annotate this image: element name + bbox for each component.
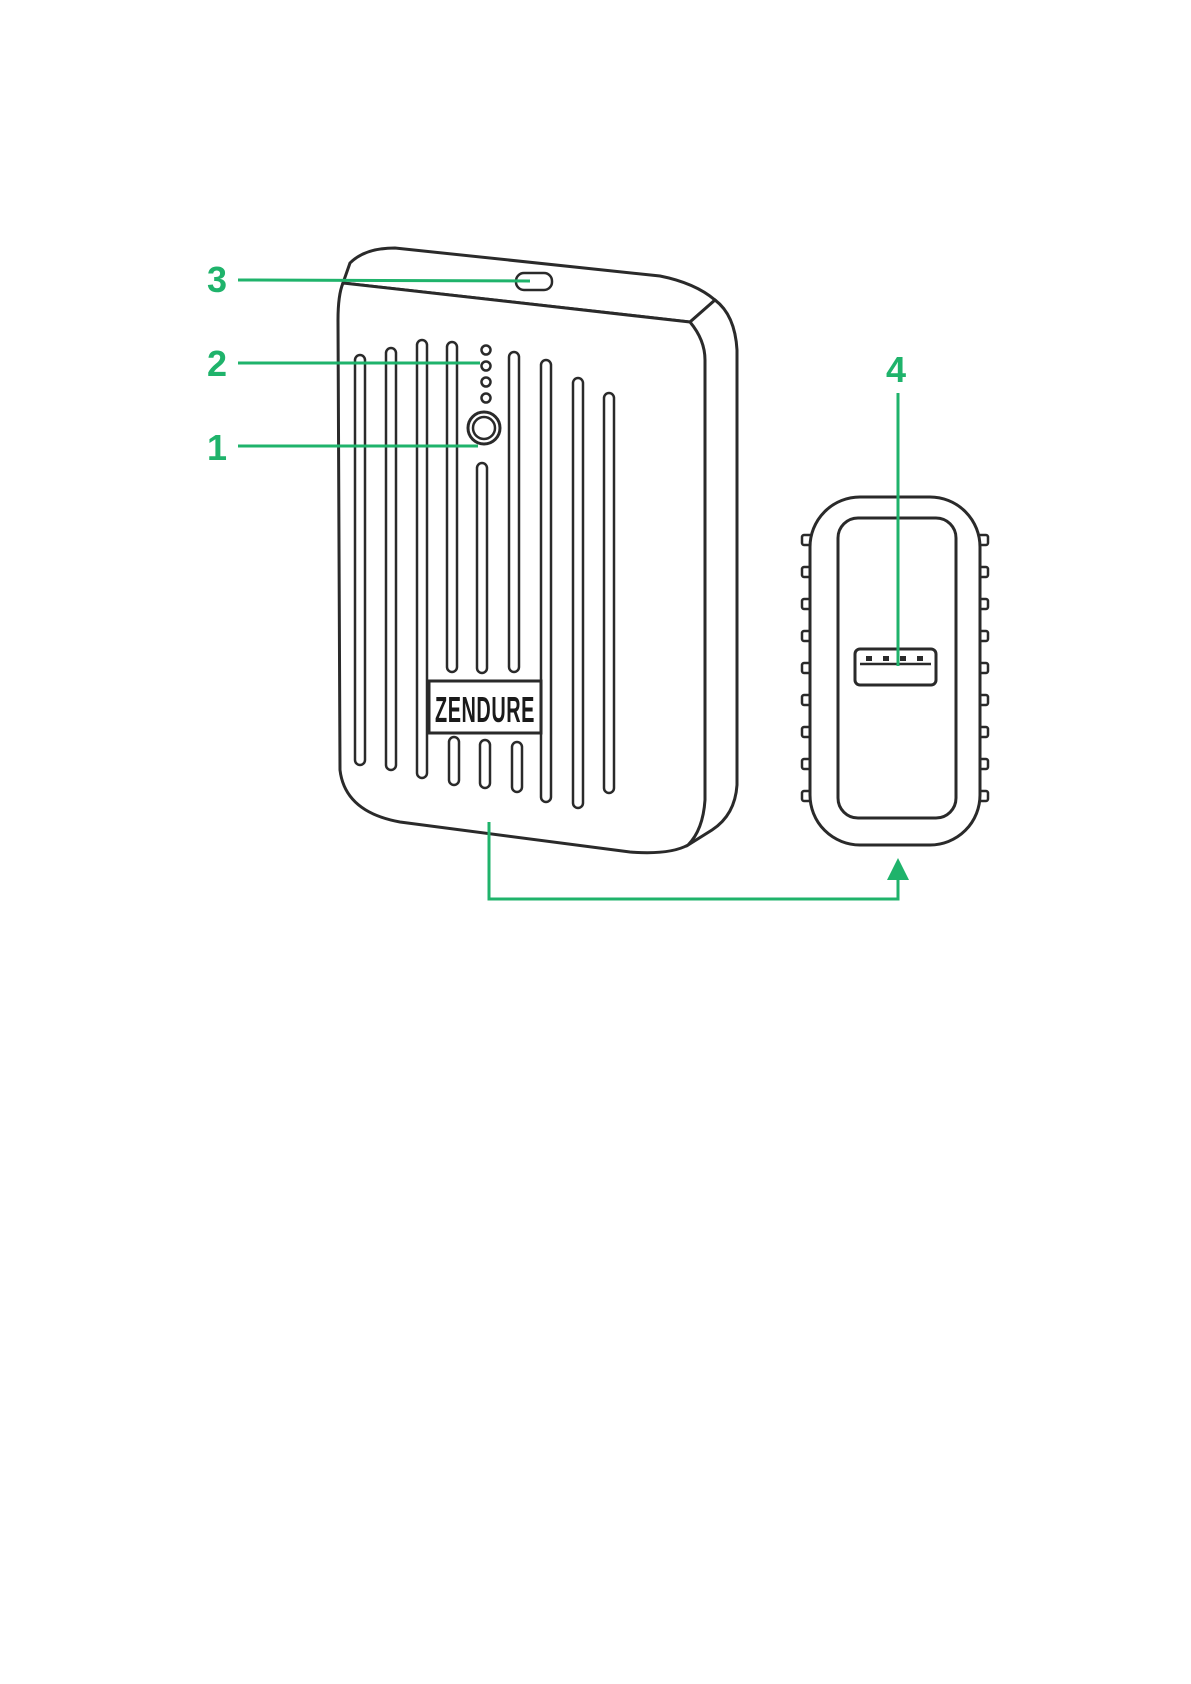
brand-logo: ZENDURE bbox=[429, 681, 541, 733]
end-view bbox=[802, 497, 988, 845]
rib bbox=[449, 737, 459, 785]
rib bbox=[512, 742, 522, 792]
rib bbox=[604, 393, 614, 793]
callout-number-1: 1 bbox=[207, 427, 227, 468]
power-button bbox=[468, 412, 500, 444]
rib bbox=[477, 463, 487, 673]
rib bbox=[355, 355, 365, 765]
callout-number-2: 2 bbox=[207, 343, 227, 384]
callout-number-3: 3 bbox=[207, 259, 227, 300]
rib bbox=[386, 348, 396, 770]
rib bbox=[509, 352, 519, 672]
logo-text: ZENDURE bbox=[435, 689, 535, 730]
rib bbox=[573, 378, 583, 808]
callout-number-4: 4 bbox=[886, 349, 906, 390]
rib bbox=[417, 340, 427, 778]
connector-arrowhead bbox=[887, 858, 909, 880]
rib bbox=[480, 740, 490, 788]
rib bbox=[541, 360, 551, 802]
leader-line-3 bbox=[238, 280, 530, 281]
rib bbox=[447, 342, 457, 672]
usb-a-port bbox=[855, 649, 936, 685]
power-bank: ZENDURE bbox=[338, 248, 737, 853]
